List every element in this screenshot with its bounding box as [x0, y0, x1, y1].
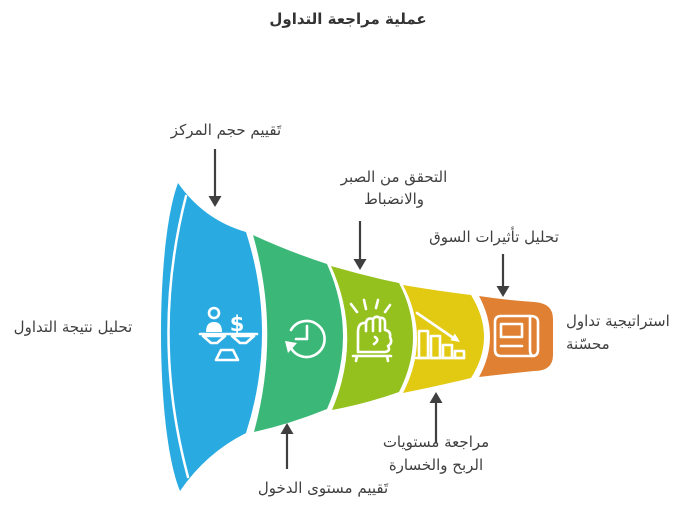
funnel-output-label: استراتيجية تداول محسّنة [566, 310, 686, 356]
callout-profit-loss-line1: مراجعة مستويات [382, 433, 490, 451]
callout-patience-line1: التحقق من الصبر [340, 168, 448, 186]
callout-patience-line2: والانضباط [363, 190, 425, 208]
declining-bar-chart-icon [414, 311, 466, 360]
newspaper-icon [493, 314, 540, 358]
callout-arrows [208, 149, 510, 469]
dollar-glyph: $ [230, 312, 245, 336]
stage-entry-level [253, 235, 343, 432]
clock-history-icon [285, 319, 326, 359]
callout-entry-level: تَقييم مستوى الدخول [257, 479, 389, 497]
fist-determination-icon [349, 298, 393, 363]
callout-profit-loss-line2: الربح والخسارة [388, 456, 484, 474]
callout-market-effects: تحليل تأثيرات السوق [429, 228, 559, 246]
arrow-patience-discipline [353, 221, 367, 270]
page-title: عملية مراجعة التداول [269, 10, 427, 28]
funnel-mouth-rim [167, 194, 190, 479]
callout-position-size: تَقييم حجم المركز [170, 121, 282, 139]
callout-patience-discipline: التحقق من الصبر والانضباط [294, 166, 494, 210]
arrow-market-effects [496, 254, 510, 297]
output-label-line2: محسّنة [566, 335, 610, 353]
arrow-position-size [208, 149, 222, 207]
balance-scale-dollar-icon: $ [198, 306, 259, 362]
stage-patience-discipline [331, 266, 413, 410]
stage-profit-loss-levels [403, 285, 484, 393]
callout-profit-loss: مراجعة مستويات الربح والخسارة [336, 431, 536, 477]
funnel-input-label: تحليل نتيجة التداول [13, 318, 133, 336]
arrow-entry-level [280, 423, 294, 469]
output-label-line1: استراتيجية تداول [566, 312, 670, 330]
arrow-profit-loss [429, 392, 443, 443]
